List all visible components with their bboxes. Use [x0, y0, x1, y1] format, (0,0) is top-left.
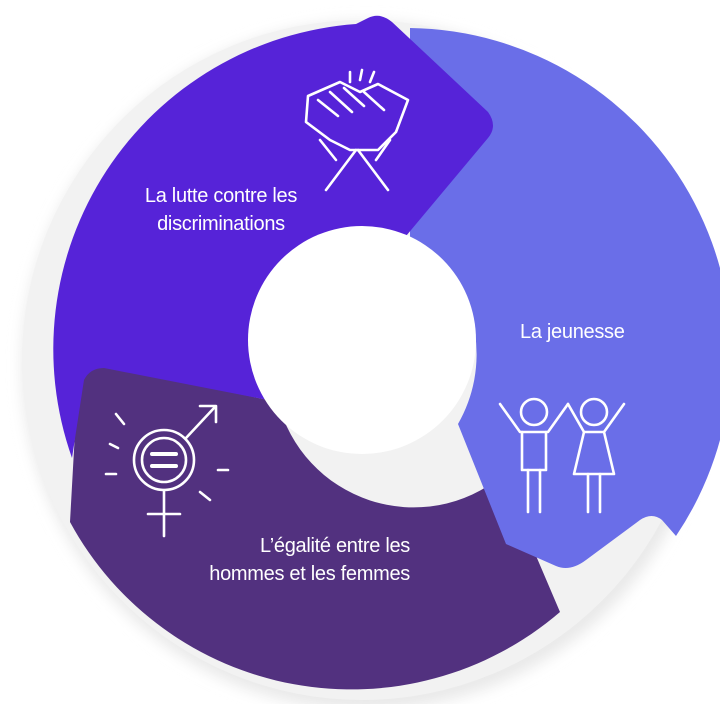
label-equality-line-2: hommes et les femmes [209, 563, 410, 585]
segment-equality [70, 365, 560, 690]
center-hole [248, 226, 476, 454]
segment-youth [410, 28, 720, 568]
segment-discrimination [53, 15, 494, 458]
label-equality: L’égalité entre les hommes et les femmes [190, 532, 410, 588]
gender-equality-icon [104, 404, 230, 538]
label-equality-line-1: L’égalité entre les [260, 535, 410, 557]
label-discrimination: La lutte contre les discriminations [126, 182, 316, 238]
label-youth-line-1: La jeunesse [520, 321, 625, 343]
label-youth: La jeunesse [520, 318, 625, 346]
label-discrimination-line-1: La lutte contre les [144, 185, 298, 207]
children-icon [498, 397, 626, 514]
handshake-icon [304, 68, 410, 192]
label-discrimination-line-2: discriminations [157, 213, 285, 235]
